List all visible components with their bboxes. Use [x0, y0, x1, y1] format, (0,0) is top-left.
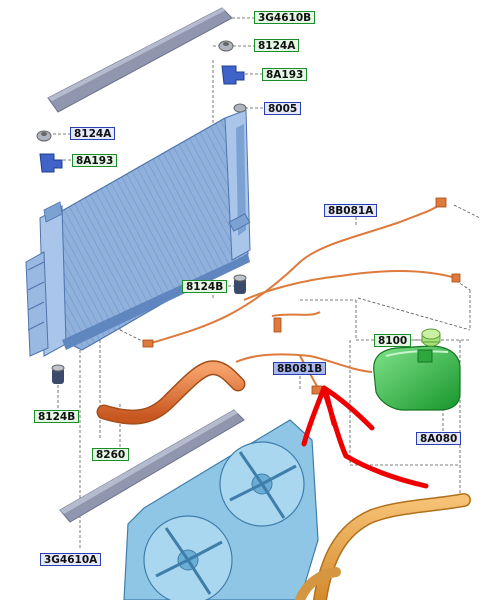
bracket-top — [221, 65, 245, 85]
part-label-8B081A: 8B081A — [324, 204, 378, 217]
part-label-8005: 8005 — [264, 102, 302, 115]
part-label-8A080: 8A080 — [416, 432, 462, 445]
part-label-3G4610B: 3G4610B — [254, 11, 316, 24]
hose-fittings — [142, 197, 461, 395]
fan-shroud — [123, 419, 319, 604]
part-label-8A193-top: 8A193 — [262, 68, 308, 81]
bushing-mid — [233, 274, 247, 294]
insulator-8005 — [233, 103, 247, 113]
lower-coolant-pipe — [295, 493, 471, 604]
part-label-8260: 8260 — [92, 448, 130, 461]
part-label-8100: 8100 — [374, 334, 412, 347]
radiator — [25, 109, 251, 357]
bracket-left — [39, 153, 63, 173]
red-annotation-marks — [301, 385, 429, 489]
part-label-3G4610A: 3G4610A — [40, 553, 102, 566]
lower-radiator-hose — [96, 360, 246, 425]
part-label-8124A-top: 8124A — [254, 39, 300, 52]
coolant-reservoir — [373, 345, 461, 411]
lower-insulator-pad — [59, 409, 245, 523]
part-label-8A193-left: 8A193 — [72, 154, 118, 167]
part-label-8B081B: 8B081B — [273, 362, 327, 375]
upper-insulator-pad — [47, 7, 233, 113]
bushing-top — [218, 40, 234, 52]
part-label-8124B-mid: 8124B — [182, 280, 228, 293]
part-label-8124A-left: 8124A — [70, 127, 116, 140]
bushing-left — [36, 130, 52, 142]
part-label-8124B-left: 8124B — [34, 410, 80, 423]
reservoir-cap — [421, 328, 441, 347]
bushing-lower-left — [51, 364, 65, 384]
